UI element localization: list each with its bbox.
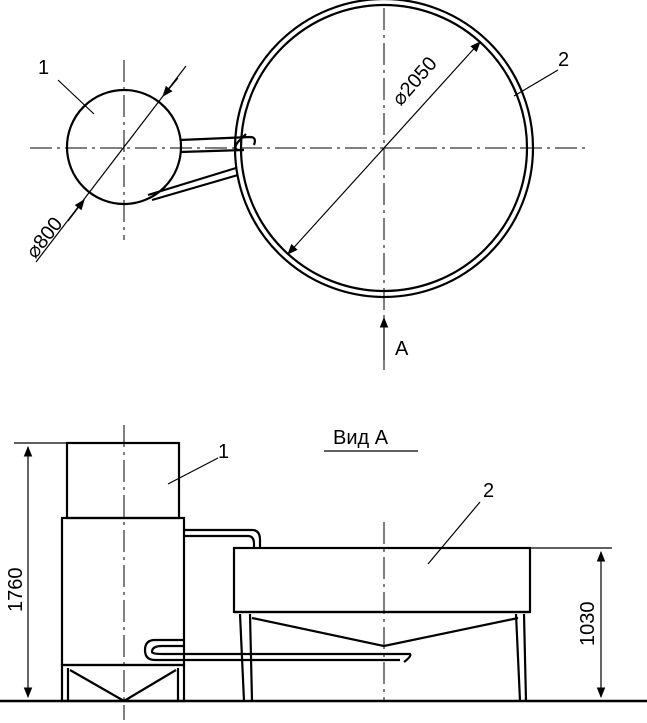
leader-line-1 <box>58 80 94 114</box>
plan-connecting-pipes <box>148 134 255 200</box>
dimension-small-diameter: ⌀800 <box>22 66 186 263</box>
dim-value-1760: 1760 <box>5 568 27 613</box>
large-tank-elevation <box>234 522 530 701</box>
leader-line-2 <box>514 70 558 96</box>
callout-1-elevation: 1 <box>218 441 229 463</box>
dim-value-1030: 1030 <box>577 602 599 647</box>
svg-text:⌀800: ⌀800 <box>22 213 67 262</box>
leader-line-2-elev <box>428 502 480 564</box>
dim-value-2050: 2050 <box>396 53 442 101</box>
small-vessel-elevation <box>62 425 184 720</box>
dimension-total-height: 1760 <box>5 443 67 697</box>
dimension-tank-height: 1030 <box>530 548 612 697</box>
callout-2-elevation: 2 <box>483 480 494 502</box>
view-arrow-label: A <box>395 338 409 360</box>
callout-2-plan: 2 <box>558 49 569 71</box>
elevation-view: Вид А 1 2 <box>0 425 647 720</box>
svg-text:⌀2050: ⌀2050 <box>388 53 442 110</box>
leader-line-1-elev <box>168 458 218 484</box>
callout-1-plan: 1 <box>38 57 49 79</box>
elevation-view-title: Вид А <box>333 427 389 449</box>
plan-view: ⌀800 ⌀2050 1 2 A <box>22 0 585 370</box>
